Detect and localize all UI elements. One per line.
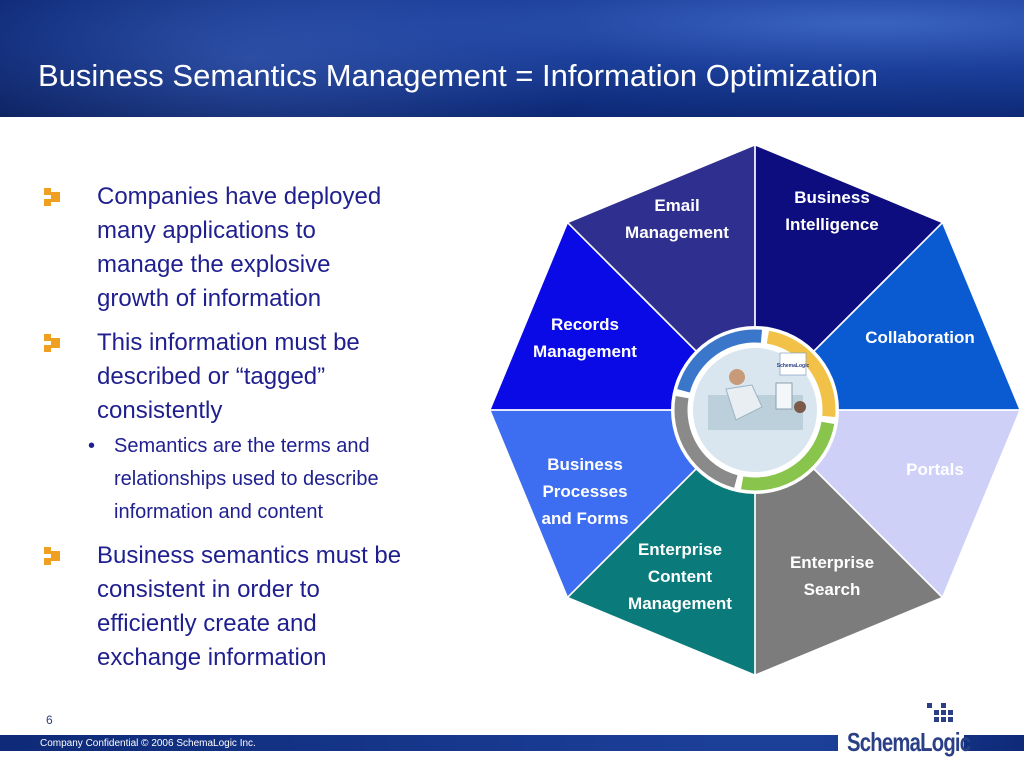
cycle-arrow-green-icon: [741, 421, 835, 491]
orange-bracket-bullet-icon: [44, 334, 60, 352]
cycle-arrow-gray-icon: [674, 396, 738, 488]
logo-grid-icon: [927, 703, 953, 722]
slide-title: Business Semantics Management = Informat…: [38, 58, 878, 93]
sub-bullet-line: information and content: [114, 501, 324, 523]
bullet-line: growth of information: [97, 285, 322, 312]
dot-bullet-icon: •: [88, 435, 96, 457]
photo-person-shirt: [725, 384, 763, 421]
sub-bullet-line: relationships used to describe: [114, 468, 379, 490]
bullet-line: Business semantics must be: [97, 542, 402, 569]
photo-person-head: [729, 369, 745, 385]
cycle-arrow-blue-icon: [677, 329, 763, 393]
photo-monitor: [775, 382, 793, 410]
bullet-line: Companies have deployed: [97, 183, 382, 210]
bullet-list: Companies have deployed many application…: [40, 180, 470, 675]
center-logo-text: SchemaLogic: [777, 363, 810, 369]
bullet-line: manage the explosive: [97, 251, 331, 278]
sub-bullet: • Semantics are the terms and relationsh…: [40, 430, 470, 529]
page-number: 6: [46, 713, 53, 727]
title-bar-sheen: [0, 0, 600, 117]
schemalogic-logo: [927, 703, 953, 722]
bullet-line: described or “tagged”: [97, 363, 326, 390]
bullet-line: efficiently create and: [97, 610, 317, 637]
bullet-line: This information must be: [97, 329, 360, 356]
bullet-item-2: This information must be described or “t…: [40, 326, 470, 428]
bullet-line: exchange information: [97, 644, 327, 671]
title-bar: [0, 0, 1024, 117]
center-hub: SchemaLogic: [671, 326, 839, 494]
logo-backdrop: [838, 725, 964, 759]
sub-bullet-line: Semantics are the terms and: [114, 435, 370, 457]
center-logo: [779, 352, 807, 376]
footer-copyright: Company Confidential © 2006 SchemaLogic …: [40, 738, 256, 749]
orange-bracket-bullet-icon: [44, 188, 60, 206]
bullet-line: consistently: [97, 397, 223, 424]
bullet-line: many applications to: [97, 217, 316, 244]
cycle-arrow-yellow-icon: [766, 330, 836, 418]
bullet-line: consistent in order to: [97, 576, 320, 603]
footer-bar: [0, 735, 1024, 751]
logo-wordmark: SchemaLogic: [847, 727, 971, 757]
orange-bracket-bullet-icon: [44, 547, 60, 565]
segment-label-collaboration: Collaboration: [865, 328, 975, 347]
bullet-item-1: Companies have deployed many application…: [40, 180, 470, 316]
photo-person2-head: [794, 401, 806, 413]
bullet-item-3: Business semantics must be consistent in…: [40, 539, 470, 675]
segment-label-portals: Portals: [906, 460, 964, 479]
